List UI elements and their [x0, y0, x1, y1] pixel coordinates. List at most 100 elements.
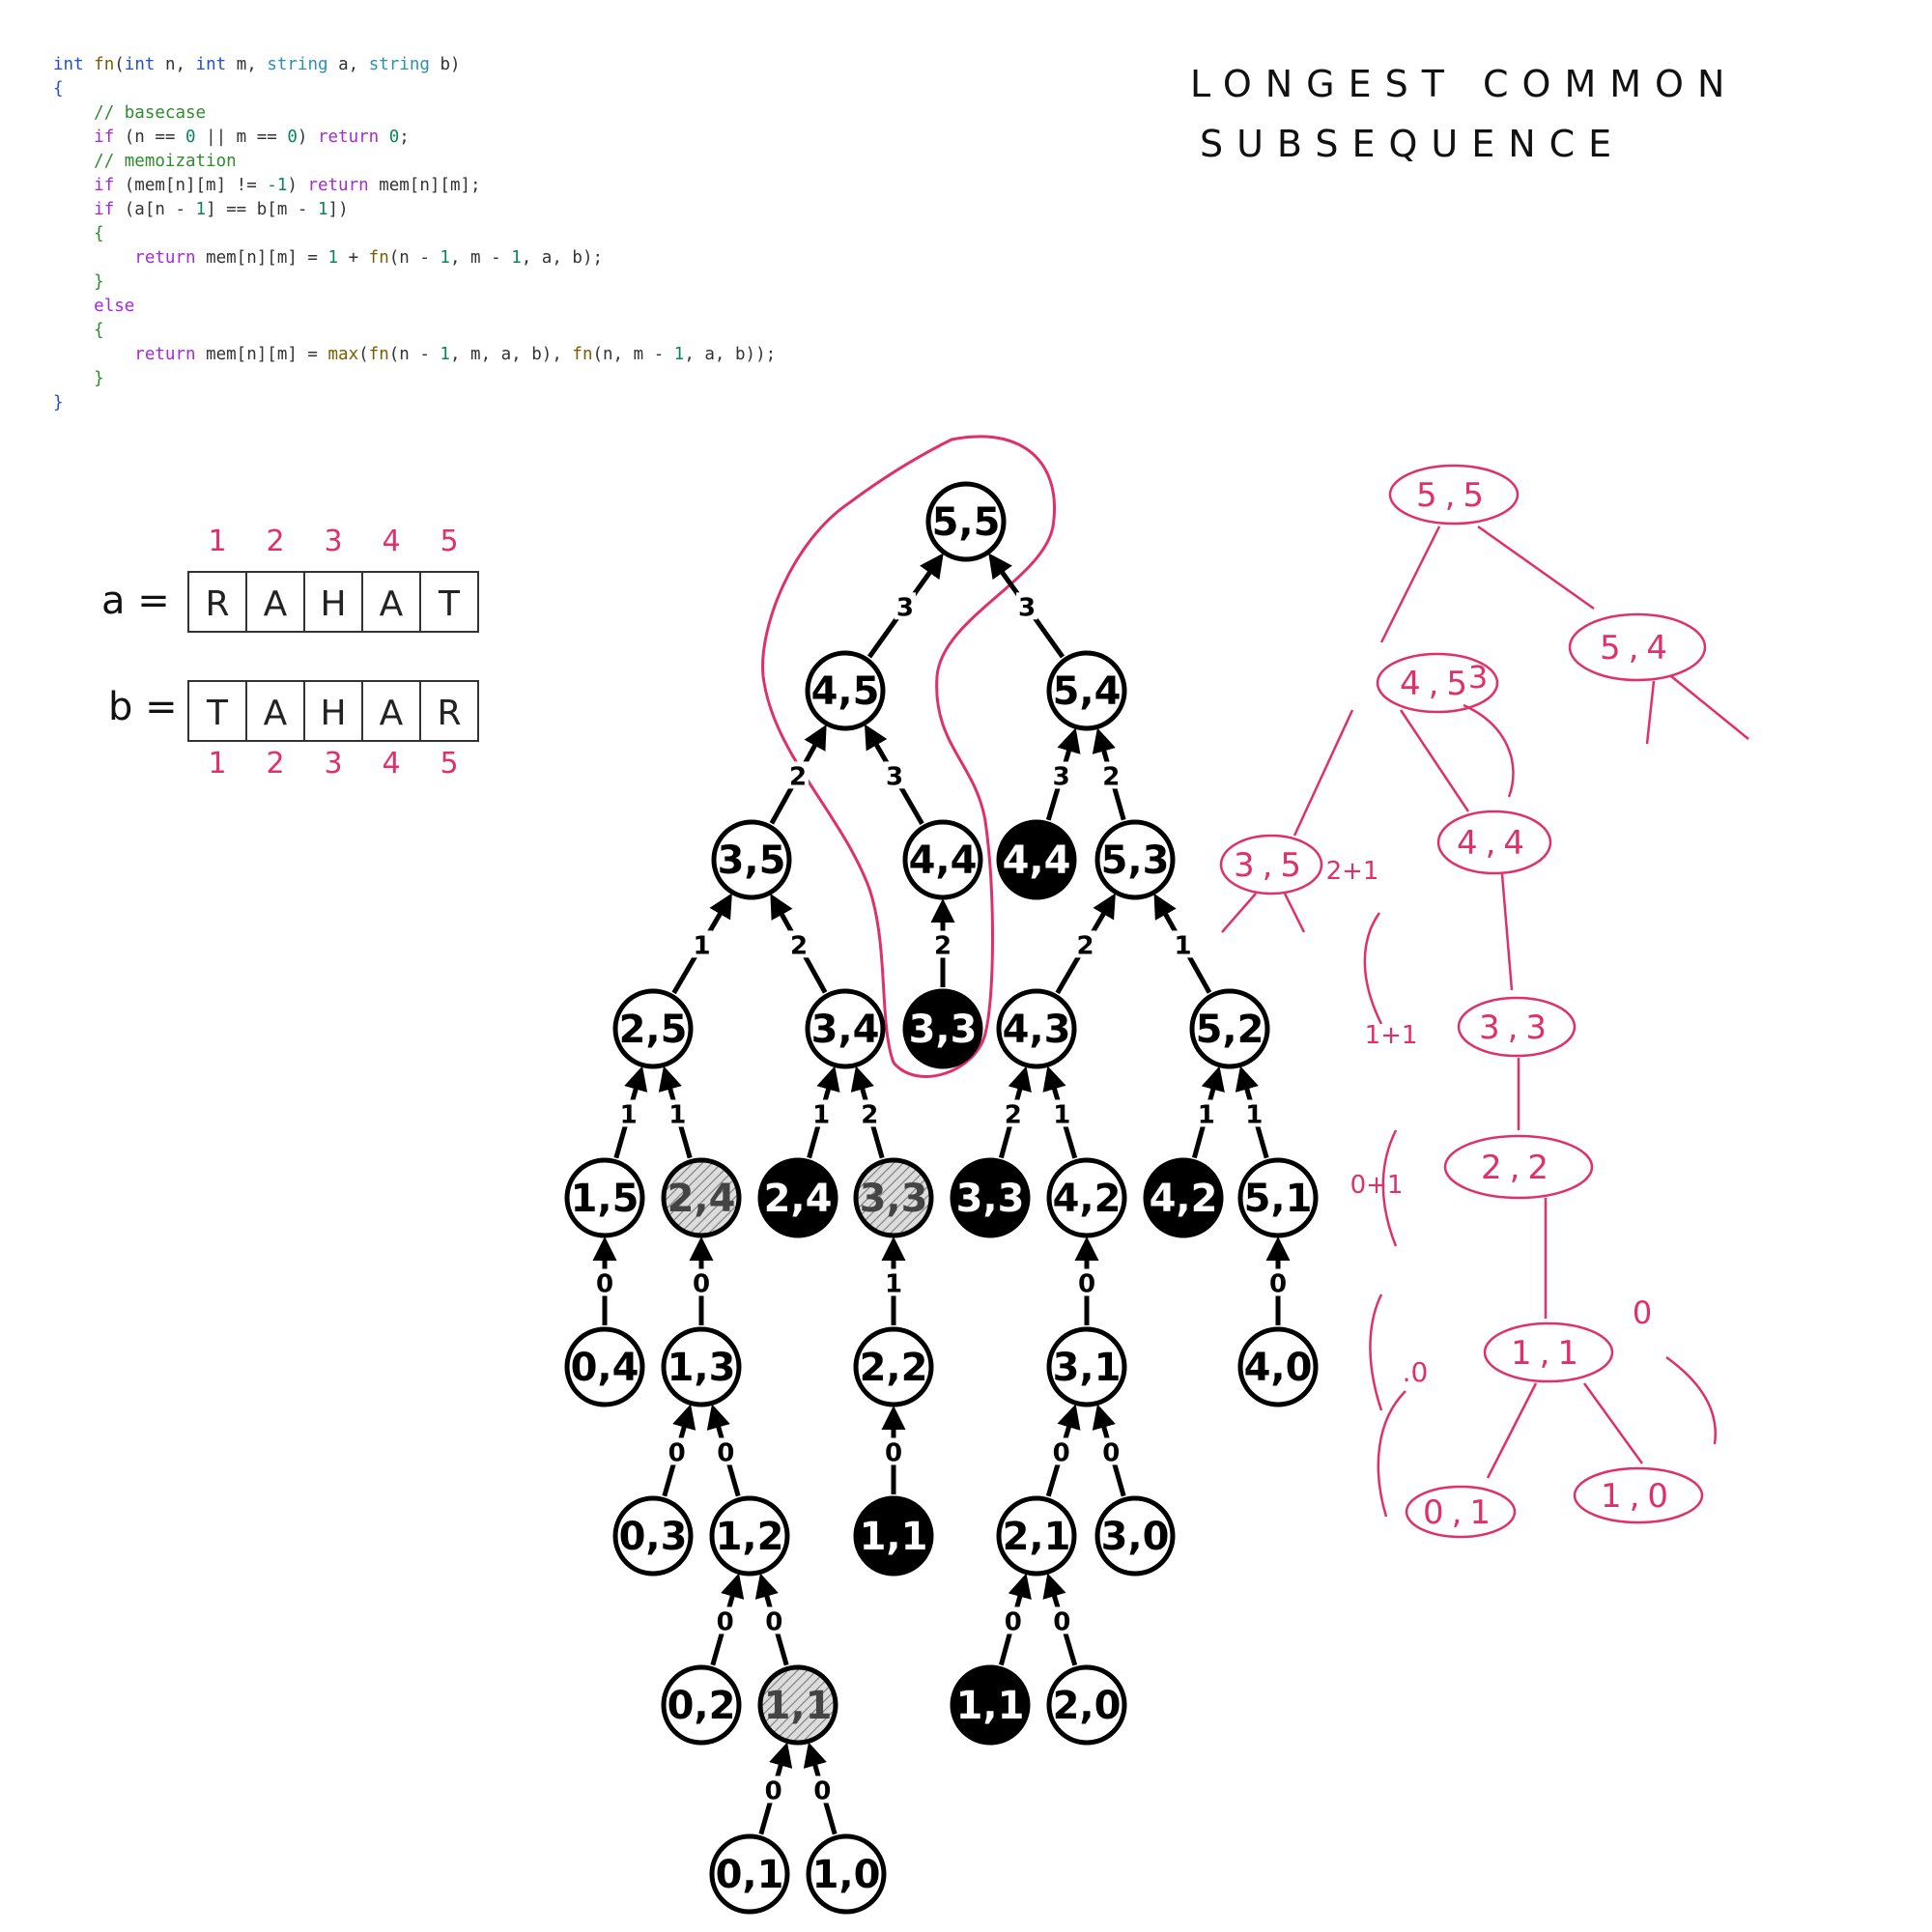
edge-label: 1: [812, 1100, 830, 1129]
sketch-node-label: 3,3: [1479, 1009, 1554, 1047]
edge-label-bg: [666, 1437, 688, 1465]
sketch-edge: [1283, 893, 1306, 933]
node-circle: [612, 1495, 694, 1577]
code-token: 0: [388, 128, 400, 147]
edge-label-bg: [1100, 761, 1122, 789]
string-index: 3: [324, 747, 342, 781]
code-token: b): [440, 55, 461, 74]
code-token: fn: [368, 248, 389, 268]
code-token: if: [94, 200, 125, 219]
sketch-arrow: [1463, 703, 1515, 798]
sketch-arrow: [1381, 1129, 1398, 1247]
node-circle: [564, 1326, 645, 1407]
tree-node-white: 5,3: [1094, 819, 1176, 900]
edge-label-bg: [932, 930, 953, 958]
edge-label: 0: [1102, 1438, 1120, 1467]
node-label: 4,5: [811, 669, 880, 714]
node-circle: [902, 988, 983, 1069]
node-circle: [757, 1157, 838, 1238]
sketch-node: 5,4: [1568, 612, 1707, 682]
node-circle: [709, 1495, 790, 1577]
node-circle: [950, 1157, 1031, 1238]
sketch-arrow: [1363, 912, 1383, 1025]
sketch-node-ellipse: [1405, 1485, 1517, 1539]
edge-label: 0: [1269, 1270, 1287, 1299]
edge-label-bg: [883, 761, 905, 789]
node-circle: [564, 1157, 645, 1238]
sketch-arrow: [1377, 1390, 1406, 1518]
code-line: else: [53, 295, 776, 319]
tree-node-black: 2,4: [757, 1157, 838, 1238]
string-index: 5: [440, 747, 458, 781]
node-circle: [711, 819, 792, 900]
code-token: mem[n][m];: [379, 176, 481, 195]
node-label: 1,2: [716, 1515, 784, 1559]
tree-node-white: 5,2: [1189, 988, 1270, 1069]
edge-label-bg: [691, 1268, 712, 1296]
node-label: 1,1: [860, 1515, 928, 1559]
node-label: 3,3: [956, 1177, 1025, 1221]
edge-label-bg: [714, 1606, 736, 1634]
node-label: 0,1: [716, 1853, 784, 1897]
string-char: R: [437, 694, 461, 733]
node-label: 5,1: [1244, 1177, 1313, 1221]
string-index: 2: [266, 747, 284, 781]
node-circle: [1237, 1326, 1319, 1407]
code-line: if (mem[n][m] != -1) return mem[n][m];: [53, 174, 776, 198]
sketch-node: 1,0: [1573, 1466, 1704, 1524]
tree-node-black: 4,4: [996, 819, 1077, 900]
edge-label-bg: [715, 1437, 737, 1465]
code-token: mem[n][m] =: [206, 248, 328, 268]
edge-label: 0: [1053, 1438, 1070, 1467]
code-token: (: [358, 345, 369, 364]
sketch-node-label: 1,1: [1511, 1334, 1586, 1373]
sketch-node-label: 1,0: [1601, 1477, 1676, 1516]
code-token: (: [114, 55, 125, 74]
code-token: (n ==: [124, 128, 185, 147]
code-token: 0: [185, 128, 196, 147]
edge-label: 0: [717, 1438, 734, 1467]
code-line: if (n == 0 || m == 0) return 0;: [53, 126, 776, 150]
tree-node-white: 5,5: [925, 481, 1007, 562]
edge-label-bg: [1267, 1268, 1289, 1296]
highlight-loop: [761, 435, 1056, 1078]
sketch-node-label: 4,5: [1400, 665, 1475, 703]
code-token: ): [297, 128, 318, 147]
sketch-edge: [1379, 526, 1441, 643]
node-label: 2,1: [1003, 1515, 1071, 1559]
code-token: {: [94, 224, 104, 243]
node-circle: [709, 1833, 790, 1915]
node-label: 2,0: [1053, 1684, 1122, 1728]
code-token: 1: [440, 345, 450, 364]
sketch-edge: [1221, 893, 1257, 933]
tree-node-white: 0,2: [661, 1664, 742, 1746]
sketch-edge: [1477, 525, 1595, 611]
sketch-edge: [1582, 1382, 1644, 1464]
node-label: 3,4: [811, 1008, 880, 1052]
sketch-node: 1,1: [1483, 1321, 1614, 1383]
node-label: 3,3: [860, 1177, 928, 1221]
node-circle: [661, 1664, 742, 1746]
node-circle: [950, 1664, 1031, 1746]
node-label: 5,5: [932, 500, 1001, 545]
sketch-edge: [1486, 1382, 1538, 1479]
code-listing: int fn(int n, int m, string a, string b)…: [53, 53, 776, 415]
edge-label-bg: [810, 1099, 833, 1127]
edge-label-bg: [1100, 1437, 1122, 1465]
code-token: fn: [368, 345, 389, 364]
node-label: 2,4: [668, 1177, 736, 1221]
string-char: A: [380, 584, 404, 624]
code-token: , a, b);: [521, 248, 604, 268]
tree-node-black: 3,3: [902, 988, 983, 1069]
sketch-node-ellipse: [1436, 810, 1552, 875]
code-token: (n -: [388, 345, 440, 364]
sketch-node: 5,5: [1388, 464, 1520, 526]
code-token: (n -: [388, 248, 440, 268]
node-label: 5,3: [1101, 838, 1170, 883]
code-token: 1: [440, 248, 450, 268]
code-line: {: [53, 77, 776, 101]
edge-label-bg: [1051, 1606, 1073, 1634]
